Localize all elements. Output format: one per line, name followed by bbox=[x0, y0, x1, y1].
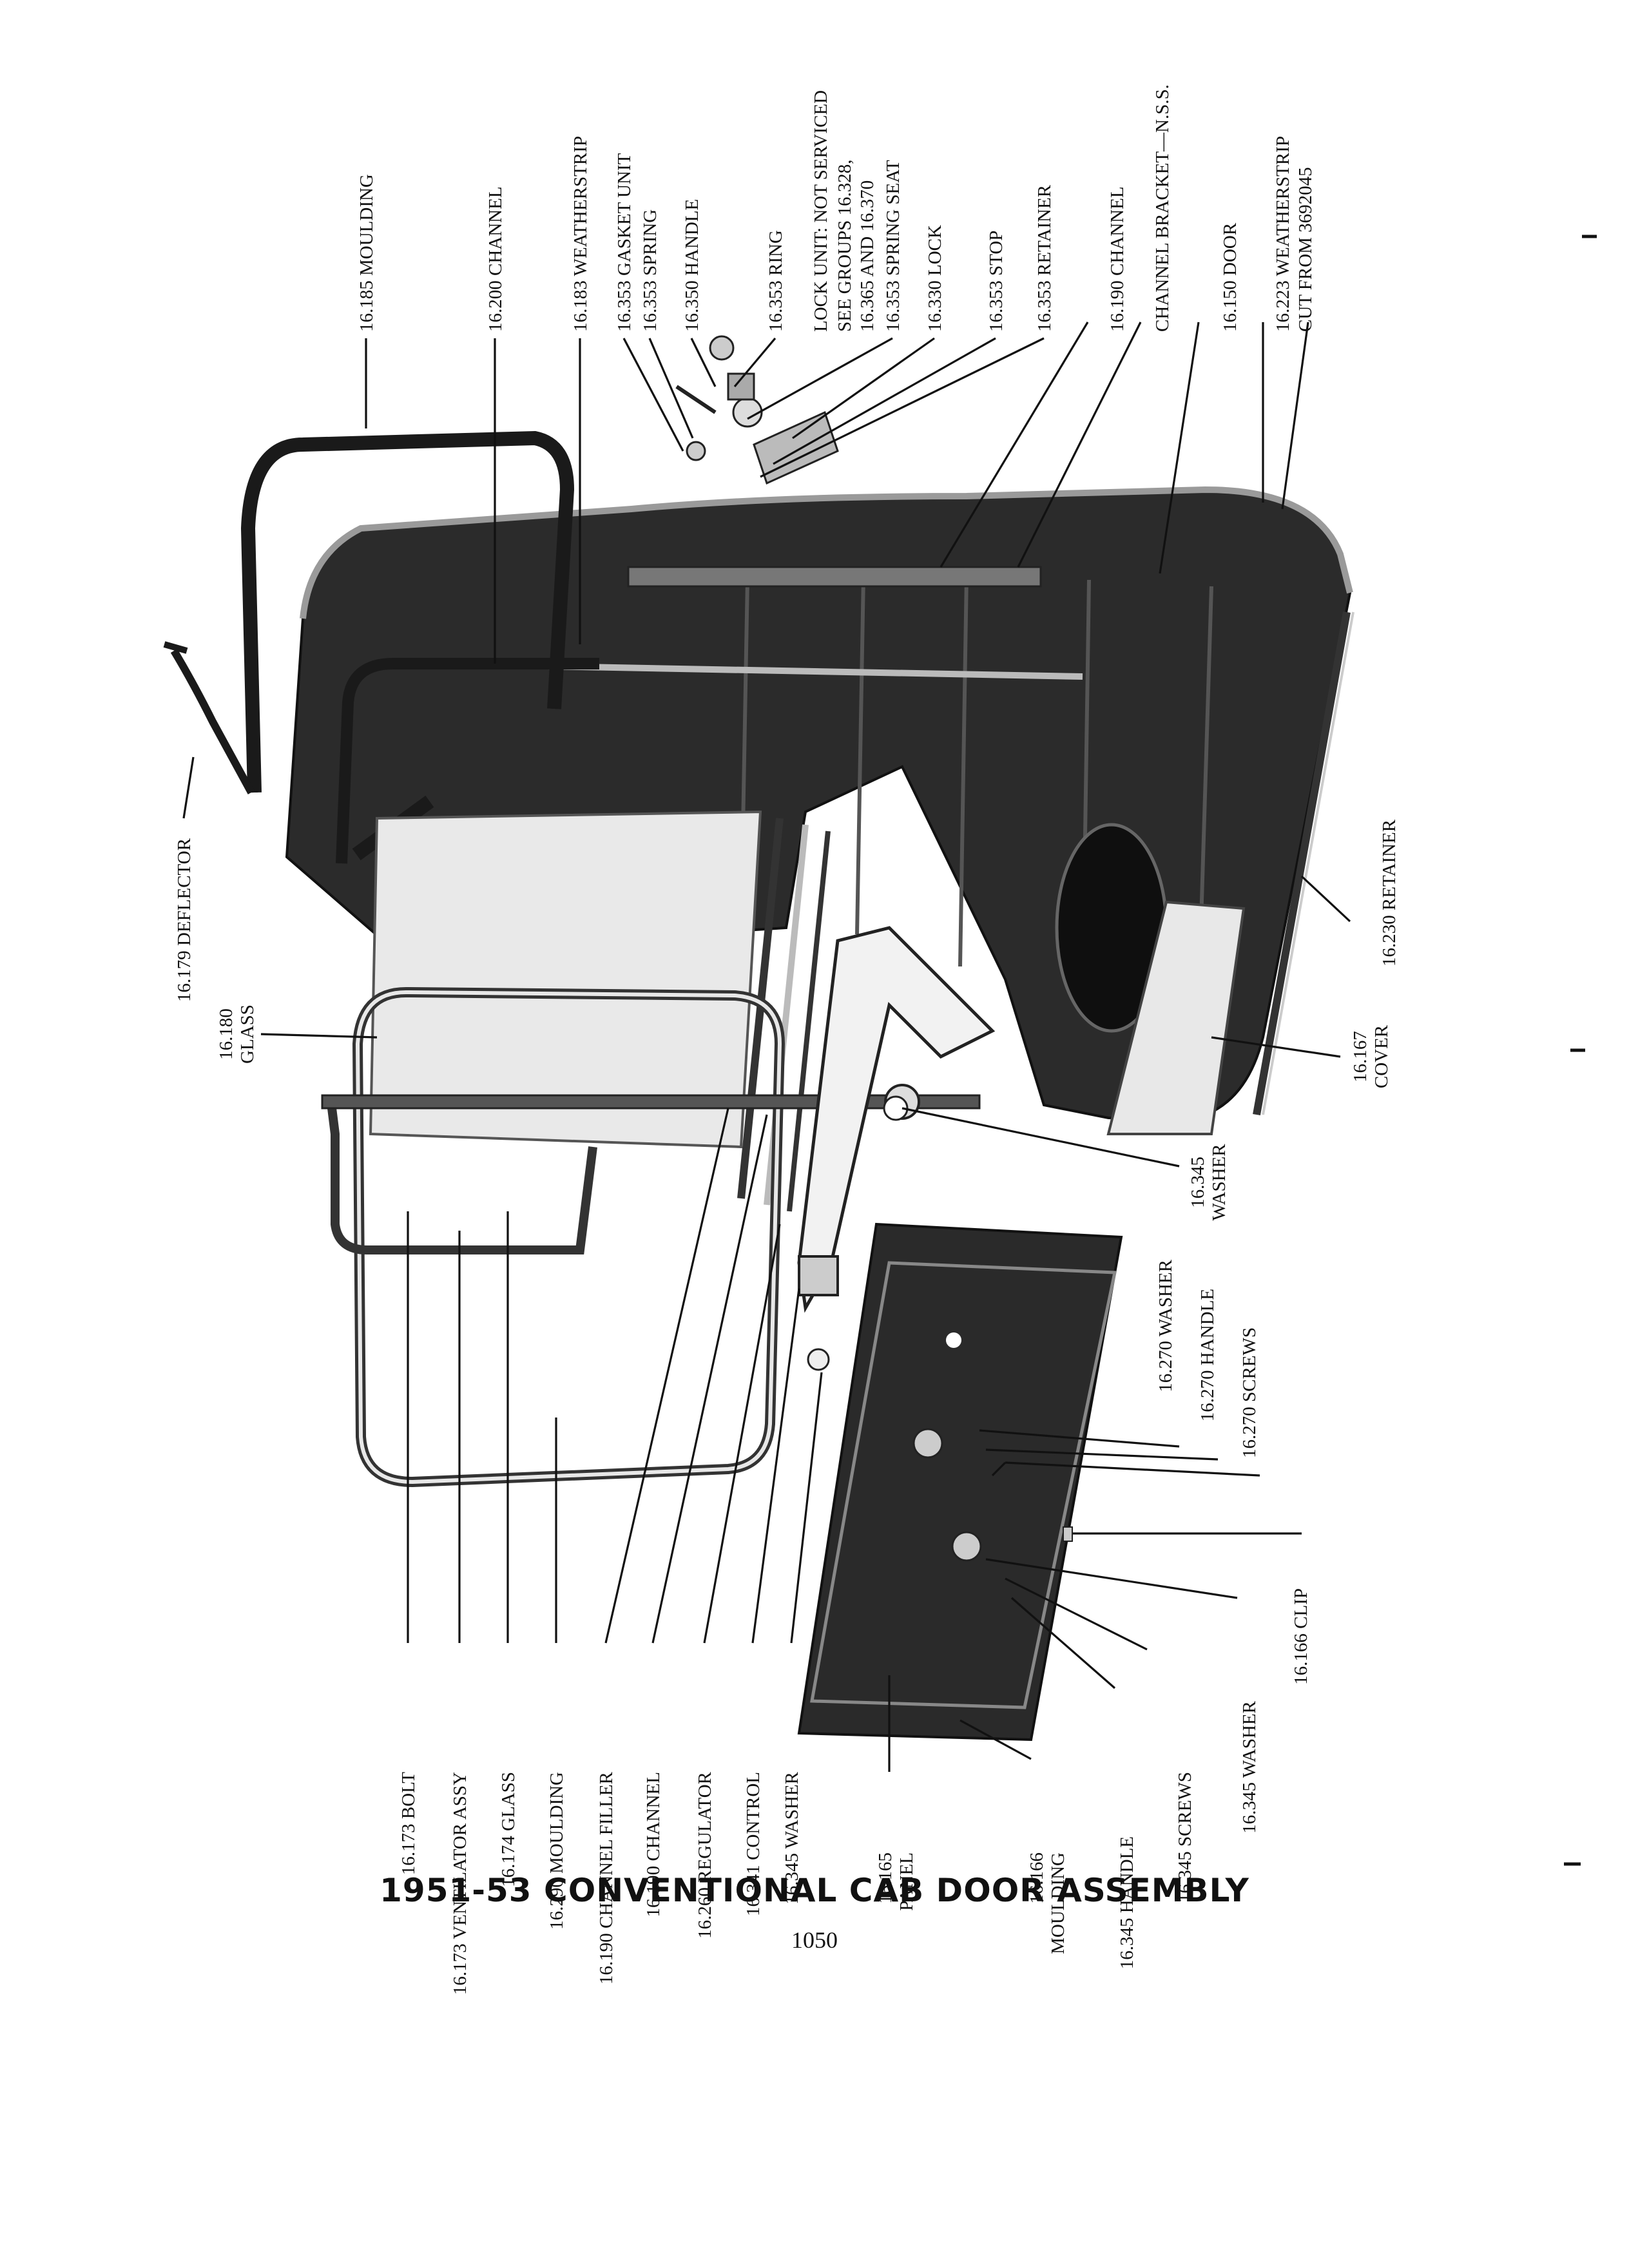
label-control-16341: 16.341 CONTROL bbox=[743, 1772, 764, 1916]
label-channel-16190-top: 16.190 CHANNEL bbox=[1107, 186, 1128, 332]
label-channelfiller-16190: 16.190 CHANNEL FILLER bbox=[596, 1771, 617, 1984]
label-regulator-16260: 16.260 REGULATOR bbox=[695, 1771, 715, 1939]
page-title: 1951-53 CONVENTIONAL CAB DOOR ASSEMBLY bbox=[380, 1872, 1249, 1909]
label-cover-16167-2: COVER bbox=[1371, 1024, 1392, 1088]
door-glass-16180 bbox=[369, 810, 762, 1149]
label-washer-16345-a: 16.345 WASHER bbox=[782, 1771, 802, 1904]
label-weatherstrip-16223-2: CUT FROM 3692045 bbox=[1295, 167, 1316, 332]
part-labels: 16.185 MOULDING 16.200 CHANNEL 16.183 WE… bbox=[174, 84, 1400, 1995]
leader-lines bbox=[182, 322, 1351, 1772]
label-stop-16353: 16.353 STOP bbox=[986, 231, 1007, 332]
label-lockunit-2: SEE GROUPS 16.328, bbox=[834, 160, 855, 332]
label-gasket-16353: 16.353 GASKET UNIT bbox=[614, 153, 635, 332]
label-washer-16270: 16.270 WASHER bbox=[1155, 1259, 1176, 1392]
margin-marks bbox=[1564, 235, 1597, 1866]
label-moulding-16166-2: MOULDING bbox=[1048, 1852, 1068, 1954]
washer-16345-part bbox=[883, 1095, 909, 1121]
label-lock-16330: 16.330 LOCK bbox=[925, 225, 945, 332]
label-cover-16167-1: 16.167 bbox=[1350, 1031, 1371, 1082]
label-panel-16165-1: 16.165 bbox=[875, 1852, 896, 1904]
trim-panel-16165 bbox=[797, 1222, 1123, 1742]
label-glass-16180-2: GLASS bbox=[237, 1004, 258, 1064]
retainer-16230 bbox=[1253, 611, 1354, 1116]
label-washer-16345-b-1: 16.345 bbox=[1188, 1157, 1208, 1208]
label-panel-16165-2: PANEL bbox=[896, 1852, 917, 1911]
label-glass-16174: 16.174 GLASS bbox=[498, 1772, 519, 1887]
label-door-16150: 16.150 DOOR bbox=[1220, 222, 1240, 332]
label-washer-16345-c: 16.345 WASHER bbox=[1239, 1700, 1260, 1833]
label-handle-16345: 16.345 HANDLE bbox=[1117, 1836, 1137, 1969]
label-spring-16353: 16.353 SPRING bbox=[640, 209, 660, 332]
label-retainer-16230: 16.230 RETAINER bbox=[1379, 819, 1400, 966]
label-weatherstrip-16223-1: 16.223 WEATHERSTRIP bbox=[1273, 136, 1293, 332]
label-moulding-16166-1: 16.166 bbox=[1027, 1852, 1047, 1904]
label-lockunit-1: LOCK UNIT: NOT SERVICED bbox=[811, 90, 831, 332]
label-glass-16180-1: 16.180 bbox=[216, 1008, 236, 1060]
label-springseat-16353: 16.353 SPRING SEAT bbox=[883, 160, 903, 332]
label-handle-16350: 16.350 HANDLE bbox=[682, 199, 702, 332]
label-screws-16345: 16.345 SCREWS bbox=[1175, 1772, 1195, 1903]
washer-16345-left-part bbox=[807, 1348, 830, 1371]
label-ventilator-16173: 16.173 VENTILATOR ASSY bbox=[450, 1772, 470, 1995]
ventilator-assembly bbox=[321, 986, 981, 1488]
label-channel-16200: 16.200 CHANNEL bbox=[485, 186, 506, 332]
label-retainer-16353: 16.353 RETAINER bbox=[1034, 184, 1055, 332]
label-clip-16166: 16.166 CLIP bbox=[1291, 1588, 1311, 1685]
cover-16167 bbox=[1106, 900, 1246, 1135]
clip-16166-part bbox=[1063, 1526, 1073, 1542]
label-moulding-16185: 16.185 MOULDING bbox=[356, 174, 377, 332]
label-channel-bracket: CHANNEL BRACKET—N.S.S. bbox=[1152, 84, 1173, 332]
label-bolt-16173: 16.173 BOLT bbox=[398, 1772, 419, 1875]
label-handle-16270: 16.270 HANDLE bbox=[1197, 1289, 1218, 1421]
label-weatherstrip-16183: 16.183 WEATHERSTRIP bbox=[570, 136, 591, 332]
lock-parts bbox=[675, 335, 839, 485]
page-number: 1050 bbox=[791, 1927, 838, 1953]
label-lockunit-3: 16.365 AND 16.370 bbox=[857, 180, 878, 332]
label-channel-16190-bot: 16.190 CHANNEL bbox=[643, 1772, 664, 1917]
door-illustration bbox=[163, 335, 1354, 1742]
label-washer-16345-b-2: WASHER bbox=[1209, 1144, 1229, 1221]
label-ring-16353: 16.353 RING bbox=[766, 230, 786, 332]
label-deflector-16179: 16.179 DEFLECTOR bbox=[174, 838, 195, 1002]
deflector-part bbox=[163, 641, 255, 794]
label-moulding-16290: 16.290 MOULDING bbox=[546, 1772, 567, 1930]
label-screws-16270: 16.270 SCREWS bbox=[1239, 1327, 1260, 1458]
